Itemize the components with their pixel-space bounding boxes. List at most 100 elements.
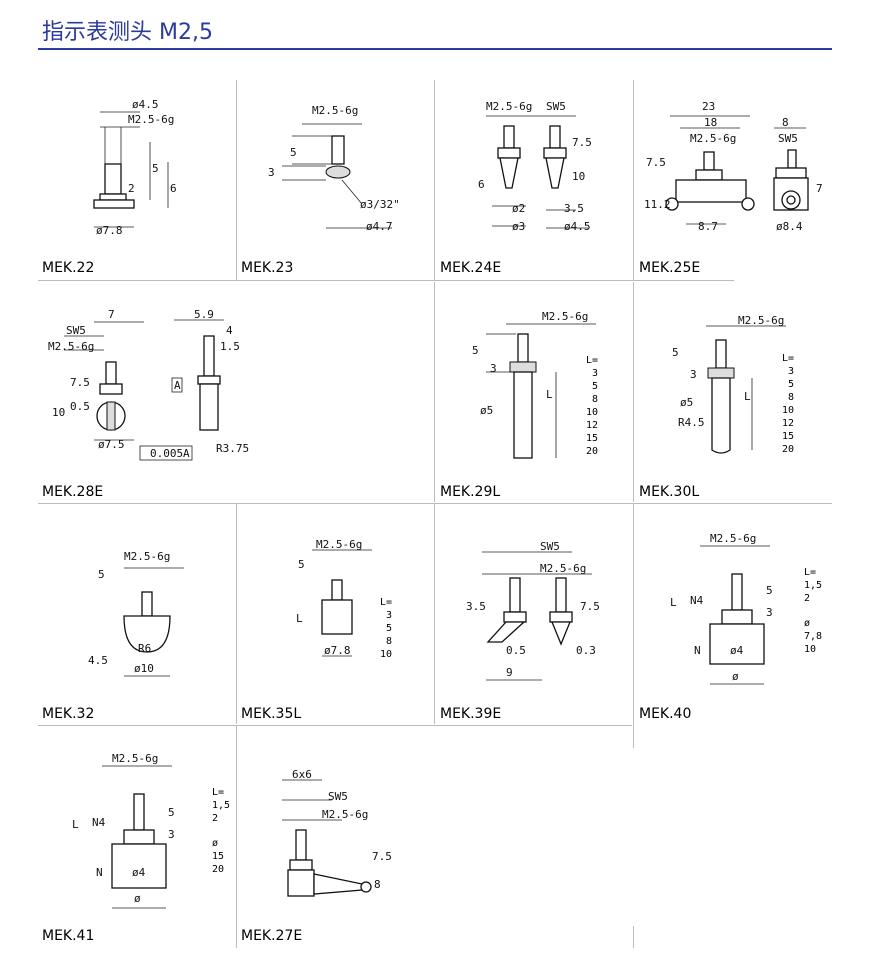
drawing-mek28e: 7 SW5 M2.5-6g 7.5 0.5 10 ø7.5 5.9 4 1.5 … xyxy=(48,308,249,461)
dim-text: 8 xyxy=(782,116,789,129)
dim-text: ø4 xyxy=(132,866,146,879)
dim-text: 5 xyxy=(298,558,305,571)
dim-text: 7.5 xyxy=(70,376,90,389)
dim-text: ø8.4 xyxy=(776,220,803,233)
length-value: 5 xyxy=(591,381,598,392)
grid-divider xyxy=(633,282,634,502)
part-label: MEK.29L xyxy=(440,484,501,500)
length-value: 15 xyxy=(212,851,225,862)
dim-text: ø4 xyxy=(730,644,744,657)
dim-text: SW5 xyxy=(66,324,86,337)
dim-text: L xyxy=(296,612,303,625)
dim-text: 3 xyxy=(690,368,697,381)
length-value: L= xyxy=(804,567,817,578)
grid-divider xyxy=(38,725,632,726)
grid-divider xyxy=(236,80,237,280)
length-value: 12 xyxy=(781,418,794,429)
dim-text: 2 xyxy=(128,182,135,195)
dim-text: ø xyxy=(732,670,739,683)
length-value: 5 xyxy=(385,623,392,634)
drawing-mek32: M2.5-6g 5 4.5 R6 ø10 xyxy=(88,550,184,677)
part-label: MEK.35L xyxy=(241,706,302,722)
length-value: 1,5 xyxy=(804,580,823,591)
dim-text: N4 xyxy=(92,816,106,829)
grid-divider xyxy=(434,282,435,502)
dim-text: 5 xyxy=(766,584,773,597)
dim-text: 1.5 xyxy=(220,340,240,353)
dim-text: SW5 xyxy=(328,790,348,803)
dim-text: R6 xyxy=(138,642,151,655)
dim-text: R3.75 xyxy=(216,442,249,455)
length-value: 15 xyxy=(781,431,794,442)
length-value: 1,5 xyxy=(212,800,231,811)
length-value: ø xyxy=(804,618,811,629)
length-value: 10 xyxy=(804,644,817,655)
length-value: 8 xyxy=(787,392,794,403)
length-value: 5 xyxy=(787,379,794,390)
length-value: 3 xyxy=(385,610,392,621)
length-value: 10 xyxy=(781,405,794,416)
dim-text: ø4.7 xyxy=(366,220,393,233)
length-values: L= 3 5 8 10 12 15 20 xyxy=(776,352,794,456)
dim-text: ø3/32" xyxy=(360,198,400,211)
dim-text: 23 xyxy=(702,100,715,113)
dim-text: A xyxy=(183,447,190,460)
dim-text: M2.5-6g xyxy=(112,752,158,765)
dim-text: 5 xyxy=(472,344,479,357)
dim-text: 7.5 xyxy=(572,136,592,149)
dim-text: 3.5 xyxy=(564,202,584,215)
page-title: 指示表测头 M2,5 xyxy=(42,20,213,45)
drawing-mek22: ø4.5 M2.5-6g 5 2 6 ø7.8 xyxy=(93,98,177,237)
grid-divider xyxy=(236,504,237,724)
length-value: L= xyxy=(379,597,392,608)
grid-divider xyxy=(38,503,832,504)
grid-divider xyxy=(633,926,634,948)
drawing-mek25e: 23 18 M2.5-6g 8 SW5 7.5 11.2 7 8.7 ø8.4 xyxy=(644,100,823,233)
grid-divider xyxy=(434,504,435,724)
dim-text: L xyxy=(72,818,79,831)
dim-text: 8.7 xyxy=(698,220,718,233)
dim-text: M2.5-6g xyxy=(124,550,170,563)
dim-text: L xyxy=(744,390,751,403)
length-value: 3 xyxy=(591,368,598,379)
dim-text: M2.5-6g xyxy=(322,808,368,821)
dim-text: 7.5 xyxy=(646,156,666,169)
dim-text: 3 xyxy=(490,362,497,375)
dim-text: M2.5-6g xyxy=(542,310,588,323)
dim-text: 11.2 xyxy=(644,198,671,211)
drawing-mek39e: SW5 M2.5-6g 3.5 7.5 0.5 0.3 9 xyxy=(466,540,600,681)
dim-text: N xyxy=(96,866,103,879)
length-value: 8 xyxy=(591,394,598,405)
part-label: MEK.27E xyxy=(241,928,303,944)
dim-text: M2.5-6g xyxy=(690,132,736,145)
length-values: L= 3 5 8 10 12 15 20 xyxy=(580,354,598,458)
part-label: MEK.25E xyxy=(639,260,701,276)
length-value: 2 xyxy=(212,813,219,824)
dim-text: 4 xyxy=(226,324,233,337)
grid-divider xyxy=(38,280,734,281)
length-value: 12 xyxy=(585,420,598,431)
dim-text: M2.5-6g xyxy=(128,113,174,126)
dim-text: N4 xyxy=(690,594,704,607)
dim-text: R4.5 xyxy=(678,416,705,429)
length-value: 2 xyxy=(804,593,811,604)
dim-text: 0.5 xyxy=(506,644,526,657)
length-value: 10 xyxy=(379,649,392,660)
length-value: 20 xyxy=(212,864,225,875)
dim-text: 10 xyxy=(572,170,585,183)
dim-text: 6 xyxy=(170,182,177,195)
dim-text: 0.005 xyxy=(150,447,183,460)
dim-text: SW5 xyxy=(778,132,798,145)
dim-text: ø7.5 xyxy=(98,438,125,451)
grid-divider xyxy=(236,726,237,948)
part-label: MEK.32 xyxy=(42,706,95,722)
part-label: MEK.40 xyxy=(639,706,692,722)
dim-text: L xyxy=(670,596,677,609)
dim-text: 4.5 xyxy=(88,654,108,667)
drawing-mek30l: M2.5-6g 5 3 ø5 R4.5 L xyxy=(672,314,786,454)
dim-text: 3 xyxy=(766,606,773,619)
dim-text: 18 xyxy=(704,116,717,129)
dim-text: 3.5 xyxy=(466,600,486,613)
dim-text: ø xyxy=(134,892,141,905)
spacer xyxy=(212,825,236,837)
